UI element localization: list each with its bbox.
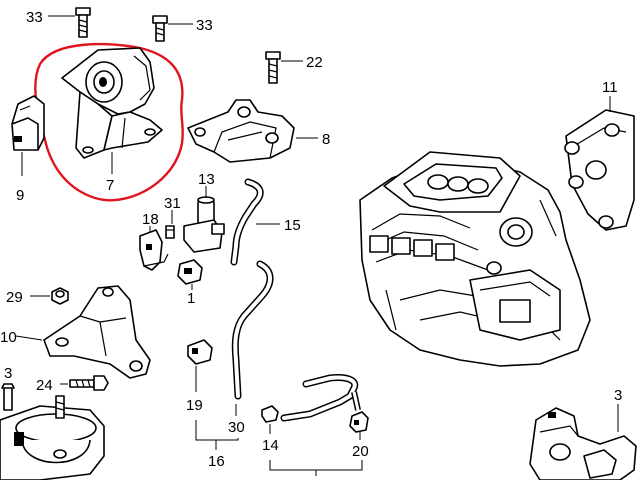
callout-15: 15 xyxy=(284,217,301,234)
callout-7: 7 xyxy=(106,177,114,194)
callout-33-left: 33 xyxy=(26,9,43,26)
part-9-bracket[interactable] xyxy=(11,95,45,176)
callout-3-left: 3 xyxy=(4,365,12,382)
clamp-20[interactable] xyxy=(349,411,369,440)
callout-19: 19 xyxy=(186,397,203,414)
bolt-33-right[interactable] xyxy=(152,15,193,42)
callout-3-right: 3 xyxy=(614,387,622,404)
part-31-bolt[interactable] xyxy=(165,210,175,239)
part-11-bracket[interactable] xyxy=(564,96,635,231)
callout-24: 24 xyxy=(36,377,53,394)
callout-14: 14 xyxy=(262,437,279,454)
callout-33-right: 33 xyxy=(196,17,213,34)
callout-8: 8 xyxy=(322,131,330,148)
hose-15[interactable] xyxy=(230,178,280,266)
callout-9: 9 xyxy=(16,187,24,204)
part-7-mount[interactable] xyxy=(61,47,163,174)
part-3-mount-left[interactable] xyxy=(0,383,105,481)
part-10-bracket[interactable] xyxy=(15,285,151,379)
bolt-24[interactable] xyxy=(60,375,109,391)
callout-29: 29 xyxy=(6,289,23,306)
part-1-connector[interactable] xyxy=(177,259,203,290)
callout-13: 13 xyxy=(198,171,215,188)
callout-22: 22 xyxy=(306,54,323,71)
callout-31: 31 xyxy=(164,195,181,212)
bolt-33-left[interactable] xyxy=(48,7,91,38)
callout-1: 1 xyxy=(187,290,195,307)
group-16-bracket xyxy=(195,420,239,450)
callout-18: 18 xyxy=(142,211,159,228)
callout-10: 10 xyxy=(0,329,17,346)
clamp-14[interactable] xyxy=(261,405,279,434)
callout-30: 30 xyxy=(228,419,245,436)
engine-block[interactable] xyxy=(359,151,591,367)
part-13-solenoid[interactable] xyxy=(183,186,225,253)
callout-11: 11 xyxy=(602,79,618,96)
bolt-29[interactable] xyxy=(30,287,69,305)
hose-30[interactable] xyxy=(231,260,274,416)
callout-16: 16 xyxy=(208,453,225,470)
clamp-19[interactable] xyxy=(187,339,213,392)
hose-17[interactable] xyxy=(280,374,361,422)
part-8-bracket[interactable] xyxy=(187,99,318,163)
bolt-22[interactable] xyxy=(265,51,303,84)
part-3-mount-right[interactable] xyxy=(529,404,637,481)
group-17-bracket xyxy=(269,460,363,476)
callout-20: 20 xyxy=(352,443,369,460)
part-18-bracket[interactable] xyxy=(139,226,169,271)
